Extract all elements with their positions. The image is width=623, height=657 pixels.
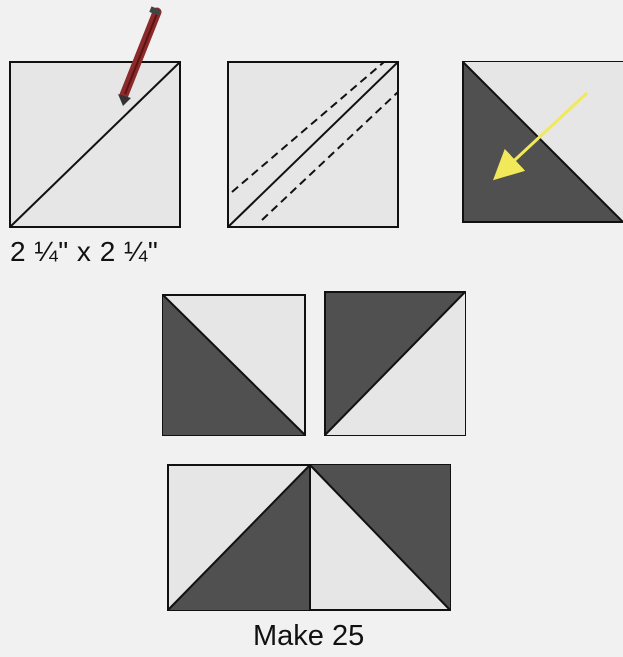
half-square-triangle-left (163, 295, 305, 435)
make-count-label: Make 25 (253, 620, 364, 653)
half-square-triangle-right (325, 292, 465, 435)
marked-square (10, 62, 180, 227)
pressed-half-square-triangle (463, 62, 623, 222)
block-size-label: 2 ¼" x 2 ¼" (10, 236, 158, 268)
stitched-square (228, 62, 398, 227)
flying-geese-unit (168, 465, 450, 610)
